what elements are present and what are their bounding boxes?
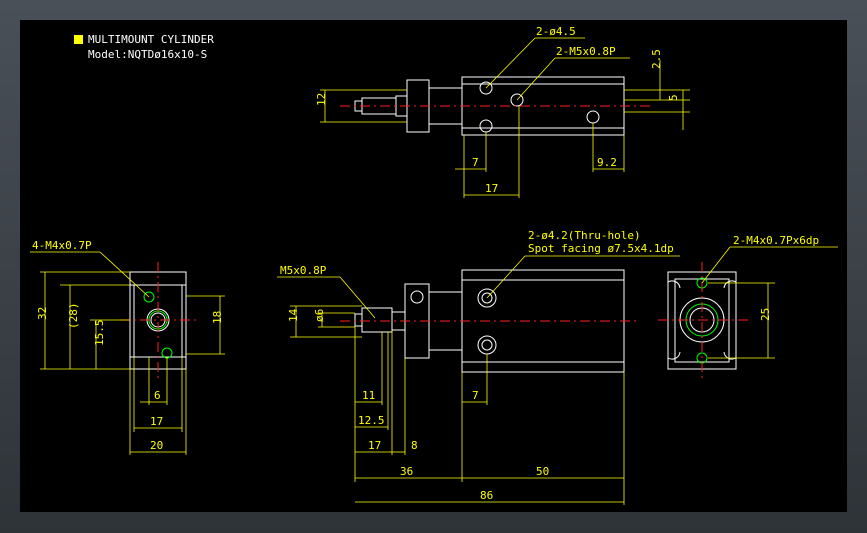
front-callout-port-leader — [339, 276, 376, 319]
front-view: M5x0.8P 2-ø4.2(Thru-hole) Spot facing ø7… — [277, 229, 680, 505]
top-dim-2_5: 2.5 — [650, 49, 663, 69]
front-mount-hole — [410, 290, 424, 304]
front-dim-11: 11 — [362, 389, 375, 402]
front-callout-holes-1: 2-ø4.2(Thru-hole) — [528, 229, 641, 242]
top-dim-height: 12 — [315, 93, 328, 106]
top-callout-leader-2 — [516, 57, 556, 101]
title-line2: Model:NQTDø16x10-S — [88, 48, 207, 61]
top-dim-7: 7 — [472, 156, 479, 169]
left-dim-20: 20 — [150, 439, 163, 452]
front-dim-dia6: ø6 — [313, 309, 326, 322]
top-dim-9_2: 9.2 — [597, 156, 617, 169]
title-block: MULTIMOUNT CYLINDER Model:NQTDø16x10-S — [74, 33, 214, 61]
front-dim-14: 14 — [287, 308, 300, 322]
top-callout-leader-1 — [485, 37, 536, 89]
front-dim-7: 7 — [472, 389, 479, 402]
front-dim-36: 36 — [400, 465, 413, 478]
left-view: 4-M4x0.7P 32 (28) 15.5 18 6 17 20 — [30, 239, 225, 455]
left-thread-hole-top — [143, 291, 155, 303]
top-callout-holes: 2-ø4.5 — [536, 25, 576, 38]
right-view: 2-M4x0.7Px6dp 25 — [658, 234, 838, 378]
front-dim-86: 86 — [480, 489, 493, 502]
front-dim-17: 17 — [368, 439, 381, 452]
left-callout: 4-M4x0.7P — [32, 239, 92, 252]
left-dim-32: 32 — [36, 307, 49, 320]
front-hole-upper-spot — [477, 288, 497, 308]
top-hole-upper — [479, 81, 493, 95]
top-dim-5: 5 — [667, 94, 680, 101]
front-dim-8: 8 — [411, 439, 418, 452]
right-callout-leader — [701, 246, 731, 284]
front-callout-port: M5x0.8P — [280, 264, 327, 277]
front-dim-12_5: 12.5 — [358, 414, 385, 427]
front-callout-holes-2: Spot facing ø7.5x4.1dp — [528, 242, 674, 255]
top-port-hole — [586, 110, 600, 124]
top-callout-thread: 2-M5x0.8P — [556, 45, 616, 58]
right-callout: 2-M4x0.7Px6dp — [733, 234, 819, 247]
top-hole-lower — [479, 119, 493, 133]
drawing-canvas: MULTIMOUNT CYLINDER Model:NQTDø16x10-S 2… — [20, 20, 847, 512]
left-dim-15_5: 15.5 — [93, 320, 106, 347]
top-dim-17: 17 — [485, 182, 498, 195]
title-marker-icon — [74, 35, 83, 44]
front-hole-lower-spot — [477, 335, 497, 355]
cad-drawing: MULTIMOUNT CYLINDER Model:NQTDø16x10-S 2… — [30, 25, 838, 505]
front-rod-tip — [354, 313, 363, 327]
front-hole-lower — [481, 339, 493, 351]
front-callout-holes-leader — [486, 255, 526, 299]
left-dim-6: 6 — [154, 389, 161, 402]
title-line1: MULTIMOUNT CYLINDER — [88, 33, 214, 46]
left-dim-17: 17 — [150, 415, 163, 428]
front-hole-upper — [481, 292, 493, 304]
left-dim-18: 18 — [211, 311, 224, 324]
right-dim-25: 25 — [759, 308, 772, 321]
top-thread-hole — [510, 93, 524, 107]
left-dim-28: (28) — [67, 303, 80, 330]
left-callout-leader — [99, 251, 150, 298]
front-dim-50: 50 — [536, 465, 549, 478]
top-view: 2-ø4.5 2-M5x0.8P 12 2.5 5 7 17 9.2 — [315, 25, 690, 198]
front-rod-nut — [361, 307, 393, 333]
